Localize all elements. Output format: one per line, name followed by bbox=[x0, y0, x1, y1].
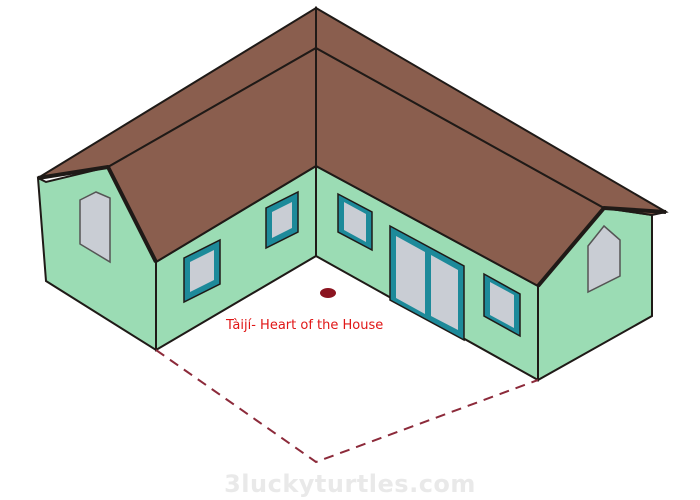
right-wing-window-1 bbox=[337, 192, 373, 252]
sliding-door bbox=[389, 224, 465, 342]
left-wing-window-1 bbox=[183, 238, 221, 304]
taiji-label: Tàijí- Heart of the House bbox=[225, 318, 383, 333]
right-wing-window-2 bbox=[483, 272, 521, 338]
taiji-center-dot bbox=[320, 288, 336, 298]
left-wing-window-2 bbox=[265, 190, 299, 250]
right-gable-window bbox=[587, 224, 621, 294]
footprint-dashed-line bbox=[155, 349, 539, 464]
right-eave-line bbox=[536, 206, 667, 288]
left-eave-line bbox=[37, 165, 158, 263]
site-watermark: 3luckyturtles.com bbox=[224, 470, 476, 498]
left-gable-window bbox=[79, 191, 111, 264]
